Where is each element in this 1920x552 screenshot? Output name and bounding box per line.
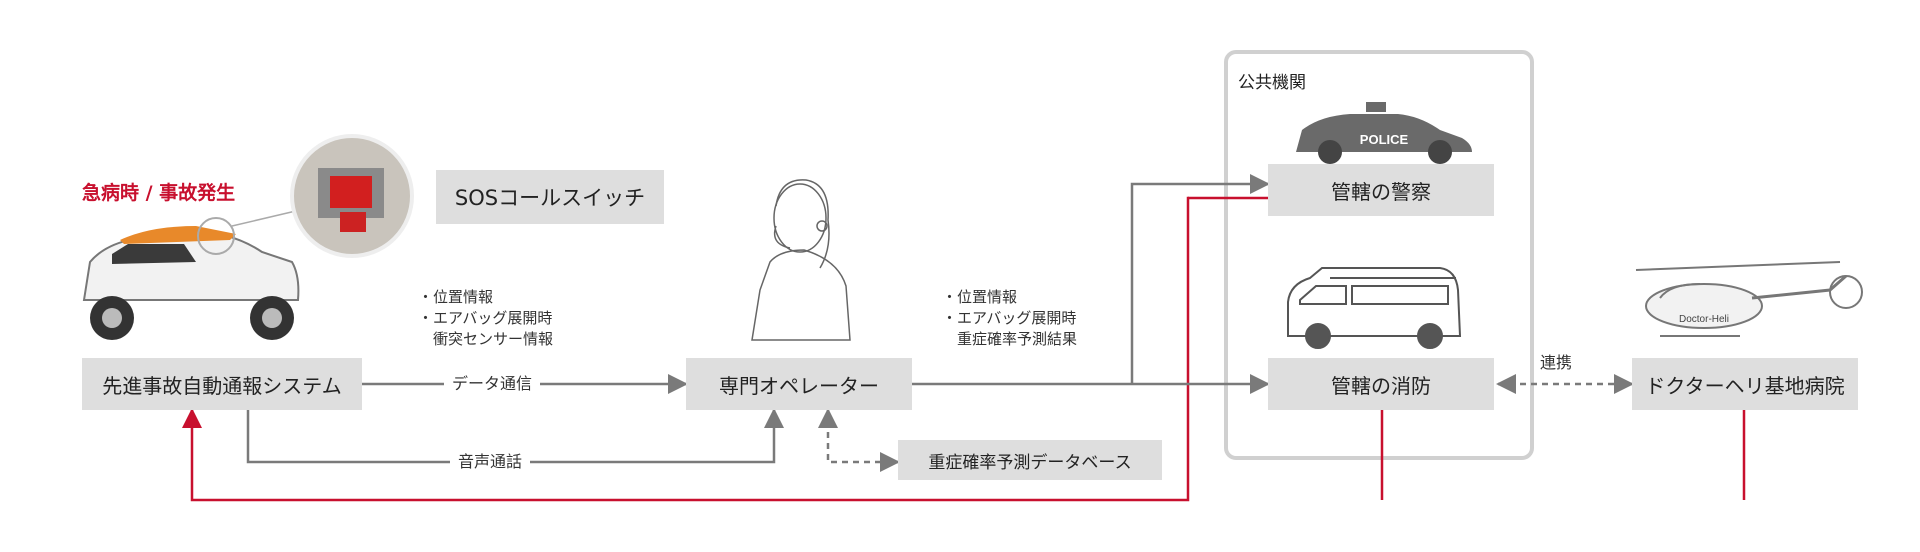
sos-switch-box: SOSコールスイッチ — [436, 170, 664, 224]
info-operator-list: ・位置情報 ・エアバッグ展開時 重症確率予測結果 — [942, 287, 1077, 350]
info-car-list: ・位置情報 ・エアバッグ展開時 衝突センサー情報 — [418, 287, 553, 350]
info-car-item: ・エアバッグ展開時 — [418, 309, 553, 327]
cooperation-label: 連携 — [1536, 353, 1577, 373]
info-operator-item: ・位置情報 — [942, 288, 1018, 306]
sos-switch-image — [290, 134, 414, 258]
fire-box: 管轄の消防 — [1268, 358, 1494, 410]
public-agencies-title: 公共機関 — [1238, 73, 1306, 93]
operator-to-police-arrow — [1130, 174, 1270, 384]
info-car-item: ・位置情報 — [418, 288, 494, 306]
auto-notify-box: 先進事故自動通報システム — [82, 358, 362, 410]
heli-hospital-box: ドクターヘリ基地病院 — [1632, 358, 1858, 410]
operator-image — [751, 179, 851, 341]
public-agencies-panel — [1224, 50, 1534, 460]
helicopter-text: Doctor-Heli — [1679, 314, 1729, 325]
operator-box: 専門オペレーター — [686, 358, 912, 410]
voice-label: 音声通話 — [450, 452, 531, 472]
police-car-image: POLICE — [1296, 102, 1472, 164]
police-box: 管轄の警察 — [1268, 164, 1494, 216]
info-car-item: 衝突センサー情報 — [418, 330, 554, 348]
info-operator-item: ・エアバッグ展開時 — [942, 309, 1077, 327]
info-operator-item: 重症確率予測結果 — [942, 330, 1078, 348]
car-image — [82, 209, 301, 340]
event-label: 急病時 / 事故発生 — [82, 182, 236, 204]
database-arrow — [818, 408, 900, 472]
data-label: データ通信 — [444, 374, 541, 394]
database-box: 重症確率予測データベース — [898, 440, 1162, 480]
police-text: POLICE — [1360, 132, 1409, 147]
ambulance-image — [1287, 267, 1462, 349]
helicopter-image: Doctor-Heli — [1635, 261, 1863, 337]
